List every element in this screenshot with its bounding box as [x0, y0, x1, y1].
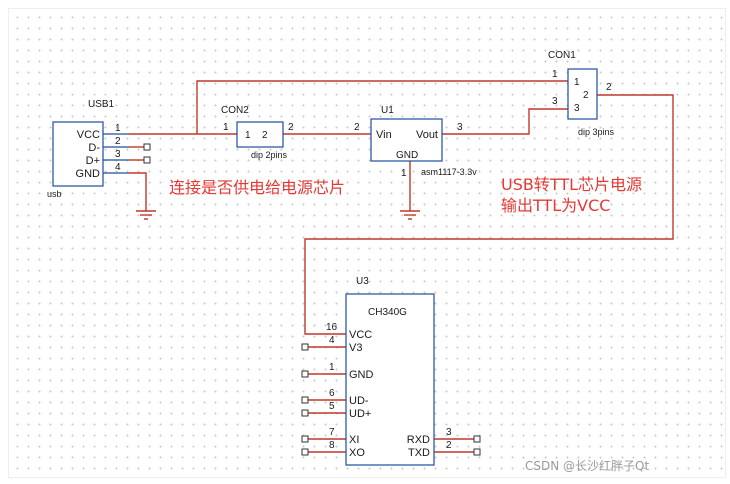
usb1-component: USB1 VCC D- D+ GND 1 2 3 4 usb [47, 99, 129, 199]
con2-inner-pin: 1 [245, 130, 251, 141]
u1-pin-number: 3 [457, 122, 463, 133]
con1-body [567, 68, 598, 120]
u1-pin-number: 2 [354, 122, 360, 133]
u3-pin-name: GND [349, 369, 374, 381]
terminal-u3-txd [473, 448, 481, 456]
u3-pin-number: 5 [329, 401, 335, 412]
usb1-pin-d-plus: D+ [86, 155, 100, 167]
u3-component: U3 CH340G 16 VCC 4 V3 1 GND 6 UD- 5 UD+ … [326, 276, 452, 466]
u3-pin-name: UD+ [349, 408, 371, 420]
u3-pin-name: UD- [349, 395, 369, 407]
open-pin-terminals [143, 143, 481, 456]
terminal-u3-v3 [301, 343, 309, 351]
con2-ref: CON2 [221, 105, 249, 116]
con1-footprint: dip 3pins [578, 127, 615, 137]
con1-outer-pin: 1 [552, 69, 558, 80]
terminal-usb-d-minus [143, 143, 151, 151]
schematic-diagram: USB1 VCC D- D+ GND 1 2 3 4 usb CON2 1 2 … [47, 50, 674, 473]
terminal-usb-d-plus [143, 156, 151, 164]
usb1-footprint: usb [47, 189, 62, 199]
u3-part: CH340G [368, 307, 407, 318]
u3-pin-number: 7 [329, 427, 335, 438]
u1-pin-gnd: GND [396, 150, 418, 161]
u3-pin-number: 3 [446, 427, 452, 438]
con2-body [236, 121, 284, 148]
usb1-pin-number: 2 [115, 136, 121, 147]
csdn-watermark: CSDN @长沙红胖子Qt [525, 458, 649, 473]
u1-pin-vout: Vout [416, 129, 438, 141]
usb1-pin-number: 3 [115, 149, 121, 160]
con2-outer-pin: 1 [223, 122, 229, 133]
con1-outer-pin: 3 [552, 96, 558, 107]
con1-annotation-line1: USB转TTL芯片电源 [501, 175, 642, 194]
u3-pin-name: RXD [407, 434, 430, 446]
u3-pin-number: 1 [329, 362, 335, 373]
u3-body [345, 293, 435, 466]
con1-outer-pin: 2 [606, 82, 612, 93]
usb1-pin-vcc: VCC [77, 129, 100, 141]
u3-pin-number: 16 [326, 322, 338, 333]
usb1-pin-number: 4 [115, 162, 121, 173]
con1-inner-pin: 1 [574, 77, 580, 88]
u3-pin-number: 4 [329, 335, 335, 346]
wire-u1-vout-to-con1-pin3 [442, 108, 568, 135]
terminal-u3-xo [301, 448, 309, 456]
terminal-u3-rxd [473, 435, 481, 443]
terminal-u3-gnd [301, 370, 309, 378]
u1-ref: U1 [381, 105, 394, 116]
con2-annotation: 连接是否供电给电源芯片 [169, 178, 345, 197]
u3-pin-number: 6 [329, 388, 335, 399]
u3-pin-name: XI [349, 434, 359, 446]
terminal-u3-ud-minus [301, 396, 309, 404]
usb1-body [52, 121, 104, 187]
u3-pin-name: VCC [349, 329, 372, 341]
terminal-u3-ud-plus [301, 409, 309, 417]
usb1-pin-number: 1 [115, 123, 121, 134]
u3-pin-name: XO [349, 447, 365, 459]
wires [129, 80, 674, 453]
u1-body [370, 118, 443, 162]
u1-part: asm1117-3.3v [421, 167, 477, 177]
u1-component: U1 Vin Vout GND 2 3 1 asm1117-3.3v [354, 105, 477, 179]
con2-outer-pin: 2 [288, 122, 294, 133]
ground-icon [136, 210, 156, 220]
usb1-ref: USB1 [88, 99, 115, 110]
u3-pin-name: V3 [349, 342, 362, 354]
con2-footprint: dip 2pins [251, 150, 288, 160]
u3-ref: U3 [356, 276, 369, 287]
ground-symbols [136, 210, 420, 220]
u3-pin-number: 2 [446, 440, 452, 451]
wire-usb-vcc-to-con1-pin1 [196, 80, 568, 134]
u3-pin-number: 8 [329, 440, 335, 451]
con1-annotation-line2: 输出TTL为VCC [501, 196, 610, 215]
u1-pin-vin: Vin [376, 129, 392, 141]
usb1-pin-gnd: GND [76, 168, 101, 180]
usb1-pin-d-minus: D- [88, 142, 100, 154]
schematic-canvas: USB1 VCC D- D+ GND 1 2 3 4 usb CON2 1 2 … [8, 8, 726, 478]
con2-component: CON2 1 2 1 2 dip 2pins [221, 105, 294, 160]
u1-pin-number: 1 [401, 168, 407, 179]
ground-icon [400, 210, 420, 220]
terminal-u3-xi [301, 435, 309, 443]
wire-con1-pin2-to-u3-vcc [304, 94, 674, 335]
con1-component: CON1 1 2 3 1 2 3 dip 3pins [548, 50, 615, 137]
con2-inner-pin: 2 [262, 130, 268, 141]
wire-usb-gnd [129, 172, 147, 211]
u3-pin-name: TXD [408, 447, 430, 459]
con1-ref: CON1 [548, 50, 576, 61]
con1-inner-pin: 3 [574, 103, 580, 114]
con1-inner-pin: 2 [583, 90, 589, 101]
